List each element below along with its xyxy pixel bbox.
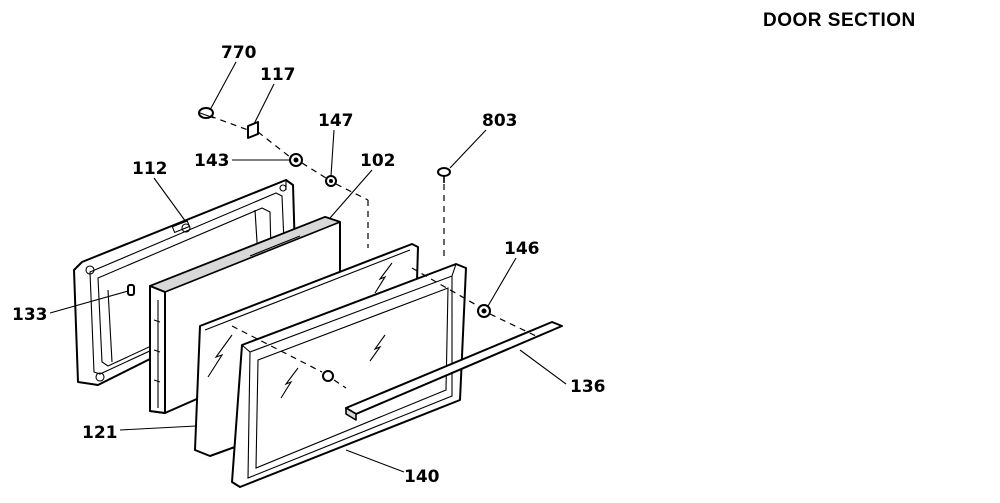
- assembly-lines: [209, 115, 537, 389]
- part-143-grommet: [289, 153, 303, 167]
- callout-803: 803: [482, 111, 518, 131]
- callouts: 770 117 147 143 112 102 803 146 133 136 …: [12, 43, 606, 487]
- part-140-outer-frame: [231, 263, 467, 488]
- callout-146: 146: [504, 239, 540, 259]
- callout-770: 770: [221, 43, 257, 63]
- callout-102: 102: [360, 151, 396, 171]
- leader-lines: [49, 61, 567, 473]
- part-136-trim-strip: [345, 321, 563, 421]
- glass-center-bumper: [322, 370, 334, 382]
- part-146-bumper: [477, 304, 491, 318]
- part-133-spacer: [127, 284, 135, 296]
- callout-136: 136: [570, 377, 606, 397]
- part-803-screw: [437, 167, 451, 183]
- callout-143: 143: [194, 151, 230, 171]
- callout-147: 147: [318, 111, 354, 131]
- callout-121: 121: [82, 423, 118, 443]
- callout-140: 140: [404, 467, 440, 487]
- callout-133: 133: [12, 305, 48, 325]
- callout-112: 112: [132, 159, 168, 179]
- callout-117: 117: [260, 65, 296, 85]
- part-117-bracket: [247, 121, 259, 139]
- diagram-title: DOOR SECTION: [763, 10, 916, 31]
- part-770-screw: [198, 107, 215, 119]
- part-147-clip: [325, 175, 337, 187]
